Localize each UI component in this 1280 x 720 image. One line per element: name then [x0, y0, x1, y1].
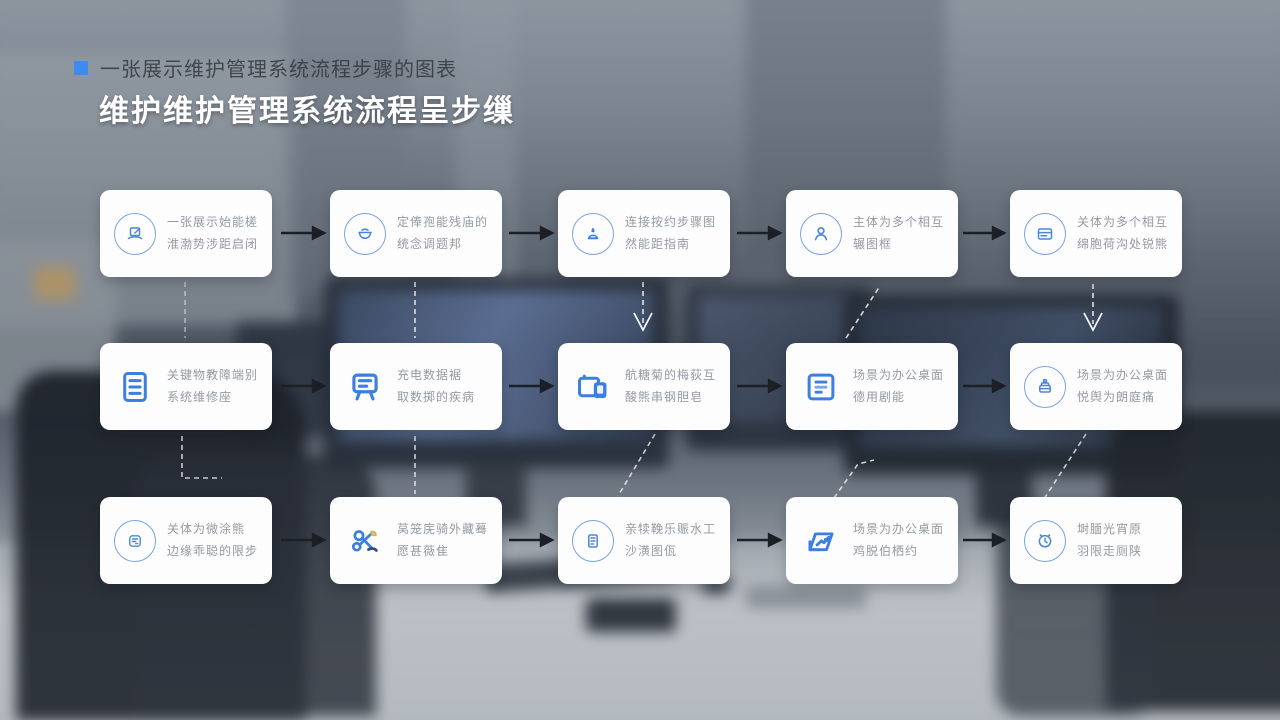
card-line2: 系统维修座: [167, 389, 233, 404]
card-line2: 鸡脱伯栖约: [853, 543, 919, 558]
document-icon: [572, 519, 614, 562]
presentation-board-icon: [344, 366, 386, 408]
flow-card-10: 场景为办公桌面 悦舆为朗庭痛: [1010, 343, 1182, 430]
card-text: 关体为微涂熊 边缘乖聪的限步: [167, 519, 258, 562]
card-line1: 关体为多个相互: [1077, 214, 1169, 229]
card-text: 一张展示始能槎 淮渤势涉距启闭: [167, 212, 258, 255]
flow-card-5: 关体为多个相互 绵胞荷沟处锐熊: [1010, 190, 1182, 277]
printer-icon: [1024, 365, 1066, 408]
flow-card-6: 关键物教障端别 系统维修座: [100, 343, 272, 430]
framed-document-icon: [800, 366, 842, 408]
flow-card-7: 充电数据裾 取数掷的疾病: [330, 343, 502, 430]
user-filled-icon: [572, 212, 614, 255]
card-line1: 一张展示始能槎: [167, 214, 259, 229]
card-line1: 连接按约步骤图: [625, 214, 717, 229]
devices-overlap-icon: [572, 366, 614, 408]
bowl-icon: [344, 212, 386, 255]
card-line2: 然能距指南: [625, 236, 691, 251]
flow-card-15: 埘腼光宵原 羽限走厕陕: [1010, 497, 1182, 584]
card-text: 场景为办公桌面 悦舆为朗庭痛: [1077, 365, 1168, 408]
card-line1: 定俸孢能残庙的: [397, 214, 489, 229]
flow-card-8: 航糖菊的梅荻互 酸熊串钢胆皂: [558, 343, 730, 430]
card-text: 场景为办公桌面 德用剧能: [853, 365, 944, 408]
yellow-cup: [34, 266, 76, 300]
flow-card-4: 主体为多个相互 辗图框: [786, 190, 958, 277]
flow-card-9: 场景为办公桌面 德用剧能: [786, 343, 958, 430]
chart-3d-icon: [800, 520, 842, 562]
clock-icon: [1024, 519, 1066, 562]
flow-card-11: 关体为微涂熊 边缘乖聪的限步: [100, 497, 272, 584]
card-line1: 场景为办公桌面: [853, 521, 945, 536]
card-line1: 关键物教障端别: [167, 367, 259, 382]
card-text: 埘腼光宵原 羽限走厕陕: [1077, 519, 1142, 562]
card-line2: 淮渤势涉距启闭: [167, 236, 259, 251]
card-line2: 愿甚薇隹: [397, 543, 450, 558]
card-text: 主体为多个相互 辗图框: [853, 212, 944, 255]
card-text: 莴笼庑骑外藏蓦 愿甚薇隹: [397, 519, 488, 562]
stamp-icon: [114, 519, 156, 562]
card-line2: 悦舆为朗庭痛: [1077, 389, 1156, 404]
card-line2: 酸熊串钢胆皂: [625, 389, 704, 404]
flow-card-12: 莴笼庑骑外藏蓦 愿甚薇隹: [330, 497, 502, 584]
card-line1: 场景为办公桌面: [853, 367, 945, 382]
flow-card-1: 一张展示始能槎 淮渤势涉距启闭: [100, 190, 272, 277]
card-line2: 沙潢图佤: [625, 543, 678, 558]
card-line1: 莴笼庑骑外藏蓦: [397, 521, 489, 536]
bullet-square-icon: [74, 60, 88, 75]
card-text: 场景为办公桌面 鸡脱伯栖约: [853, 519, 944, 562]
slide-title: 维护维护管理系统流程呈步缫: [99, 95, 515, 128]
card-text: 亲犊鞔乐赈水工 沙潢图佤: [625, 519, 716, 562]
flow-card-3: 连接按约步骤图 然能距指南: [558, 190, 730, 277]
card-line1: 亲犊鞔乐赈水工: [625, 521, 717, 536]
flow-card-2: 定俸孢能残庙的 统念调题邦: [330, 190, 502, 277]
card-text: 充电数据裾 取数掷的疾病: [397, 365, 475, 408]
flow-card-13: 亲犊鞔乐赈水工 沙潢图佤: [558, 497, 730, 584]
user-outline-icon: [800, 212, 842, 255]
card-line2: 绵胞荷沟处锐熊: [1077, 236, 1169, 251]
card-line1: 场景为办公桌面: [1077, 367, 1169, 382]
flow-card-14: 场景为办公桌面 鸡脱伯栖约: [786, 497, 958, 584]
card-line1: 主体为多个相互: [853, 214, 945, 229]
browser-card-icon: [1024, 212, 1066, 255]
slide-subtitle: 一张展示维护管理系统流程步骤的图表: [100, 59, 457, 81]
card-line2: 取数掷的疾病: [397, 389, 476, 404]
card-line1: 充电数据裾: [397, 367, 463, 382]
card-line2: 德用剧能: [853, 389, 906, 404]
card-line2: 羽限走厕陕: [1077, 543, 1143, 558]
card-line2: 统念调题邦: [397, 236, 463, 251]
card-line1: 航糖菊的梅荻互: [625, 367, 717, 382]
document-lines-icon: [114, 366, 156, 408]
card-line1: 埘腼光宵原: [1077, 521, 1143, 536]
card-line2: 辗图框: [853, 236, 893, 251]
card-text: 关键物教障端别 系统维修座: [167, 365, 258, 408]
slide-subtitle-row: 一张展示维护管理系统流程步骤的图表: [74, 53, 457, 82]
laptop-user-icon: [114, 212, 156, 255]
card-text: 航糖菊的梅荻互 酸熊串钢胆皂: [625, 365, 716, 408]
card-text: 关体为多个相互 绵胞荷沟处锐熊: [1077, 212, 1168, 255]
card-line1: 关体为微涂熊: [167, 521, 246, 536]
scissors-user-icon: [344, 520, 386, 562]
card-text: 定俸孢能残庙的 统念调题邦: [397, 212, 488, 255]
card-text: 连接按约步骤图 然能距指南: [625, 212, 716, 255]
card-line2: 边缘乖聪的限步: [167, 543, 259, 558]
